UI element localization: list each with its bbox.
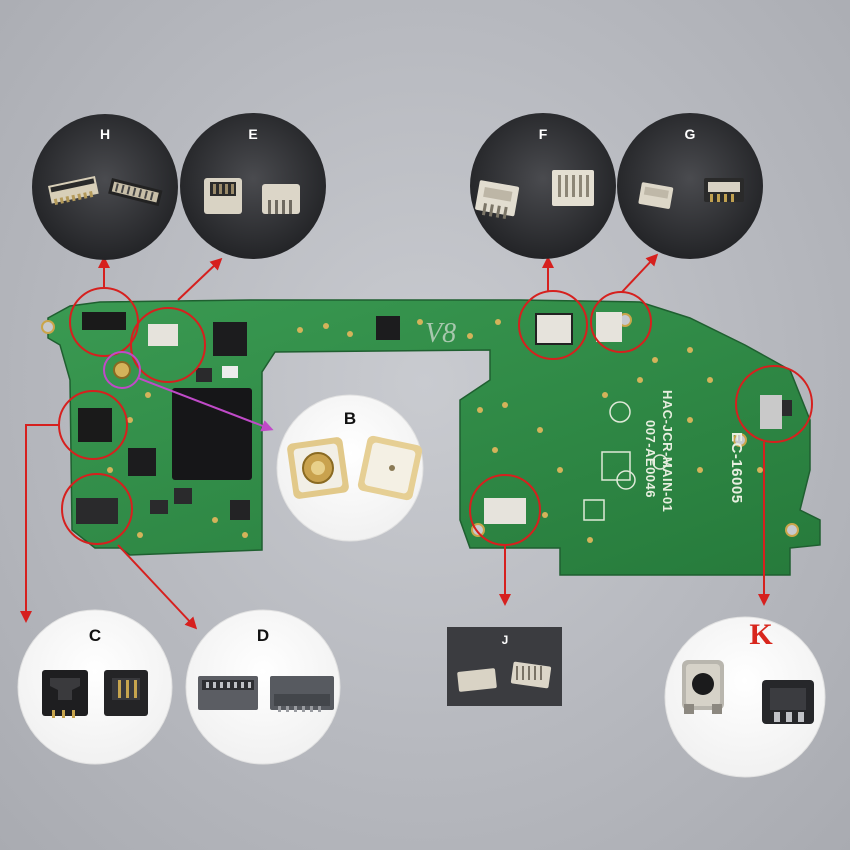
label-e: E: [248, 126, 258, 142]
connector-h-photo: [48, 176, 163, 207]
highlight-b: [103, 351, 141, 389]
label-f: F: [538, 126, 548, 142]
label-g: G: [684, 126, 696, 142]
board-silkscreen-code: 007-AE0046: [643, 420, 658, 498]
board-rev-mark: V8: [425, 318, 457, 349]
label-d: D: [256, 626, 270, 645]
pcb-board: [41, 299, 821, 576]
connector-g-photo: [638, 178, 744, 209]
arrow-b: [137, 377, 274, 432]
detail-circle-f: [470, 113, 616, 259]
detail-circle-b: [276, 394, 424, 542]
board-silkscreen-cert: EC-16005: [728, 432, 745, 504]
label-j: J: [501, 633, 509, 647]
board-silkscreen-part: HAC-JCR-MAIN-01: [660, 390, 675, 513]
label-h: H: [99, 126, 111, 142]
detail-circle-e: [180, 113, 326, 259]
highlight-g: [590, 291, 652, 353]
connector-c-photo: [42, 670, 148, 718]
connector-d-photo: [198, 676, 334, 712]
detail-circle-d: [185, 609, 341, 765]
highlight-e: [130, 307, 206, 383]
connector-j-photo: [457, 661, 552, 692]
detail-circle-k: [664, 616, 826, 778]
label-c: C: [88, 626, 102, 645]
highlight-f: [518, 290, 588, 360]
detail-circle-g: [617, 113, 763, 259]
highlight-d: [61, 473, 133, 545]
highlight-k: [735, 365, 813, 443]
detail-circle-c: [17, 609, 173, 765]
arrow-g: [621, 253, 659, 293]
switch-k-photo: [682, 660, 814, 724]
arrow-c: [20, 424, 60, 623]
label-k: K: [749, 618, 773, 651]
arrow-e: [177, 257, 223, 301]
detail-circle-h: [32, 114, 178, 260]
connector-f-photo: [475, 170, 594, 220]
label-b: B: [343, 409, 357, 428]
connector-e-photo: [204, 178, 300, 214]
antenna-connector-b-photo: [287, 435, 423, 501]
arrow-d: [117, 544, 198, 630]
